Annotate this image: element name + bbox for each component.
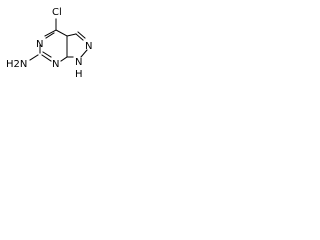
bond-c5-c8 [66, 33, 77, 37]
atom-label-n9-hydrogen: H [75, 69, 83, 80]
atom-label-n7: N [85, 41, 92, 52]
atom-label-amine: H2N [6, 59, 27, 70]
atom-label-n3: N [52, 59, 59, 70]
atom-label-n1: N [36, 39, 43, 50]
bond-c2-n3-double [42, 51, 52, 58]
bond-c8-n7-double [77, 31, 86, 39]
chemical-structure-diagram: Cl N N H2N N N H [6, 7, 92, 80]
bond-c6-n1 [44, 29, 57, 37]
bond-c2-n3 [41, 54, 52, 62]
bond-c6-n1-double [45, 32, 55, 39]
atom-label-n9: N [75, 57, 82, 68]
bond-c2-nh2 [29, 54, 39, 61]
bond-c8-n7 [75, 33, 84, 41]
atom-label-layer: Cl N N H2N N N H [6, 7, 92, 80]
atom-label-chlorine: Cl [52, 7, 62, 18]
bond-c6-c5 [55, 29, 68, 37]
bond-layer [29, 18, 88, 62]
bond-n3-c4 [60, 56, 68, 62]
bond-n7-n9 [80, 49, 88, 58]
